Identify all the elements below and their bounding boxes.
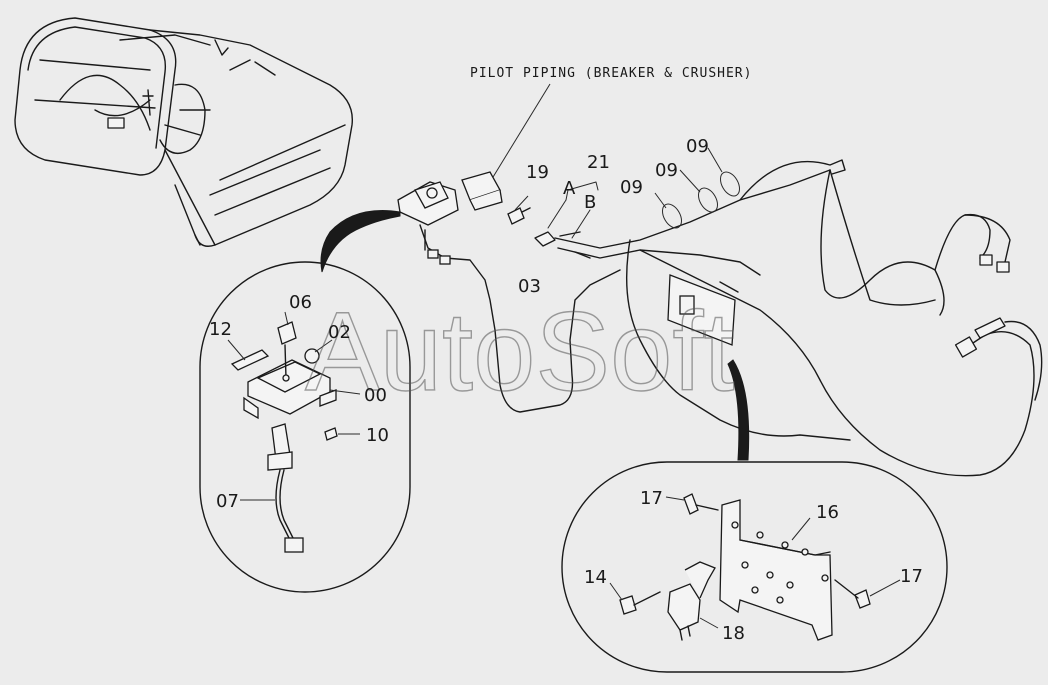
detail-leader-left [320,210,401,273]
label-12: 12 [209,319,232,340]
fitting-19 [507,195,531,225]
label-02: 02 [328,322,351,343]
label-09-c: 09 [686,136,709,157]
label-B: B [584,192,596,213]
label-09-b: 09 [655,160,678,181]
label-10: 10 [366,425,389,446]
clamps-09 [654,147,740,229]
title-leader [489,83,551,183]
watermark: AutoSoft [305,289,735,414]
label-18: 18 [722,623,745,644]
label-21: 21 [587,152,610,173]
label-14: 14 [584,567,607,588]
label-17-a: 17 [640,488,663,509]
excavator-cab-drawing [14,17,354,247]
label-00: 00 [364,385,387,406]
label-09-a: 09 [620,177,643,198]
detail-view-relay [561,461,948,673]
main-harness [625,159,1043,477]
label-06: 06 [289,292,312,313]
label-16: 16 [816,502,839,523]
diagram-title: PILOT PIPING (BREAKER & CRUSHER) [470,66,752,81]
detail-leader-right [727,359,750,461]
label-19: 19 [526,162,549,183]
pilot-switch-assembly [397,171,621,413]
relay-bracket-main [667,274,739,346]
label-17-b: 17 [900,566,923,587]
label-03: 03 [518,276,541,297]
part-labels: 19 21 A B 09 09 09 03 06 02 12 00 10 07 … [209,136,923,644]
label-07: 07 [216,491,239,512]
hose-assembly-21 [534,169,831,276]
detail-view-switch [199,261,411,593]
label-A: A [563,178,576,199]
